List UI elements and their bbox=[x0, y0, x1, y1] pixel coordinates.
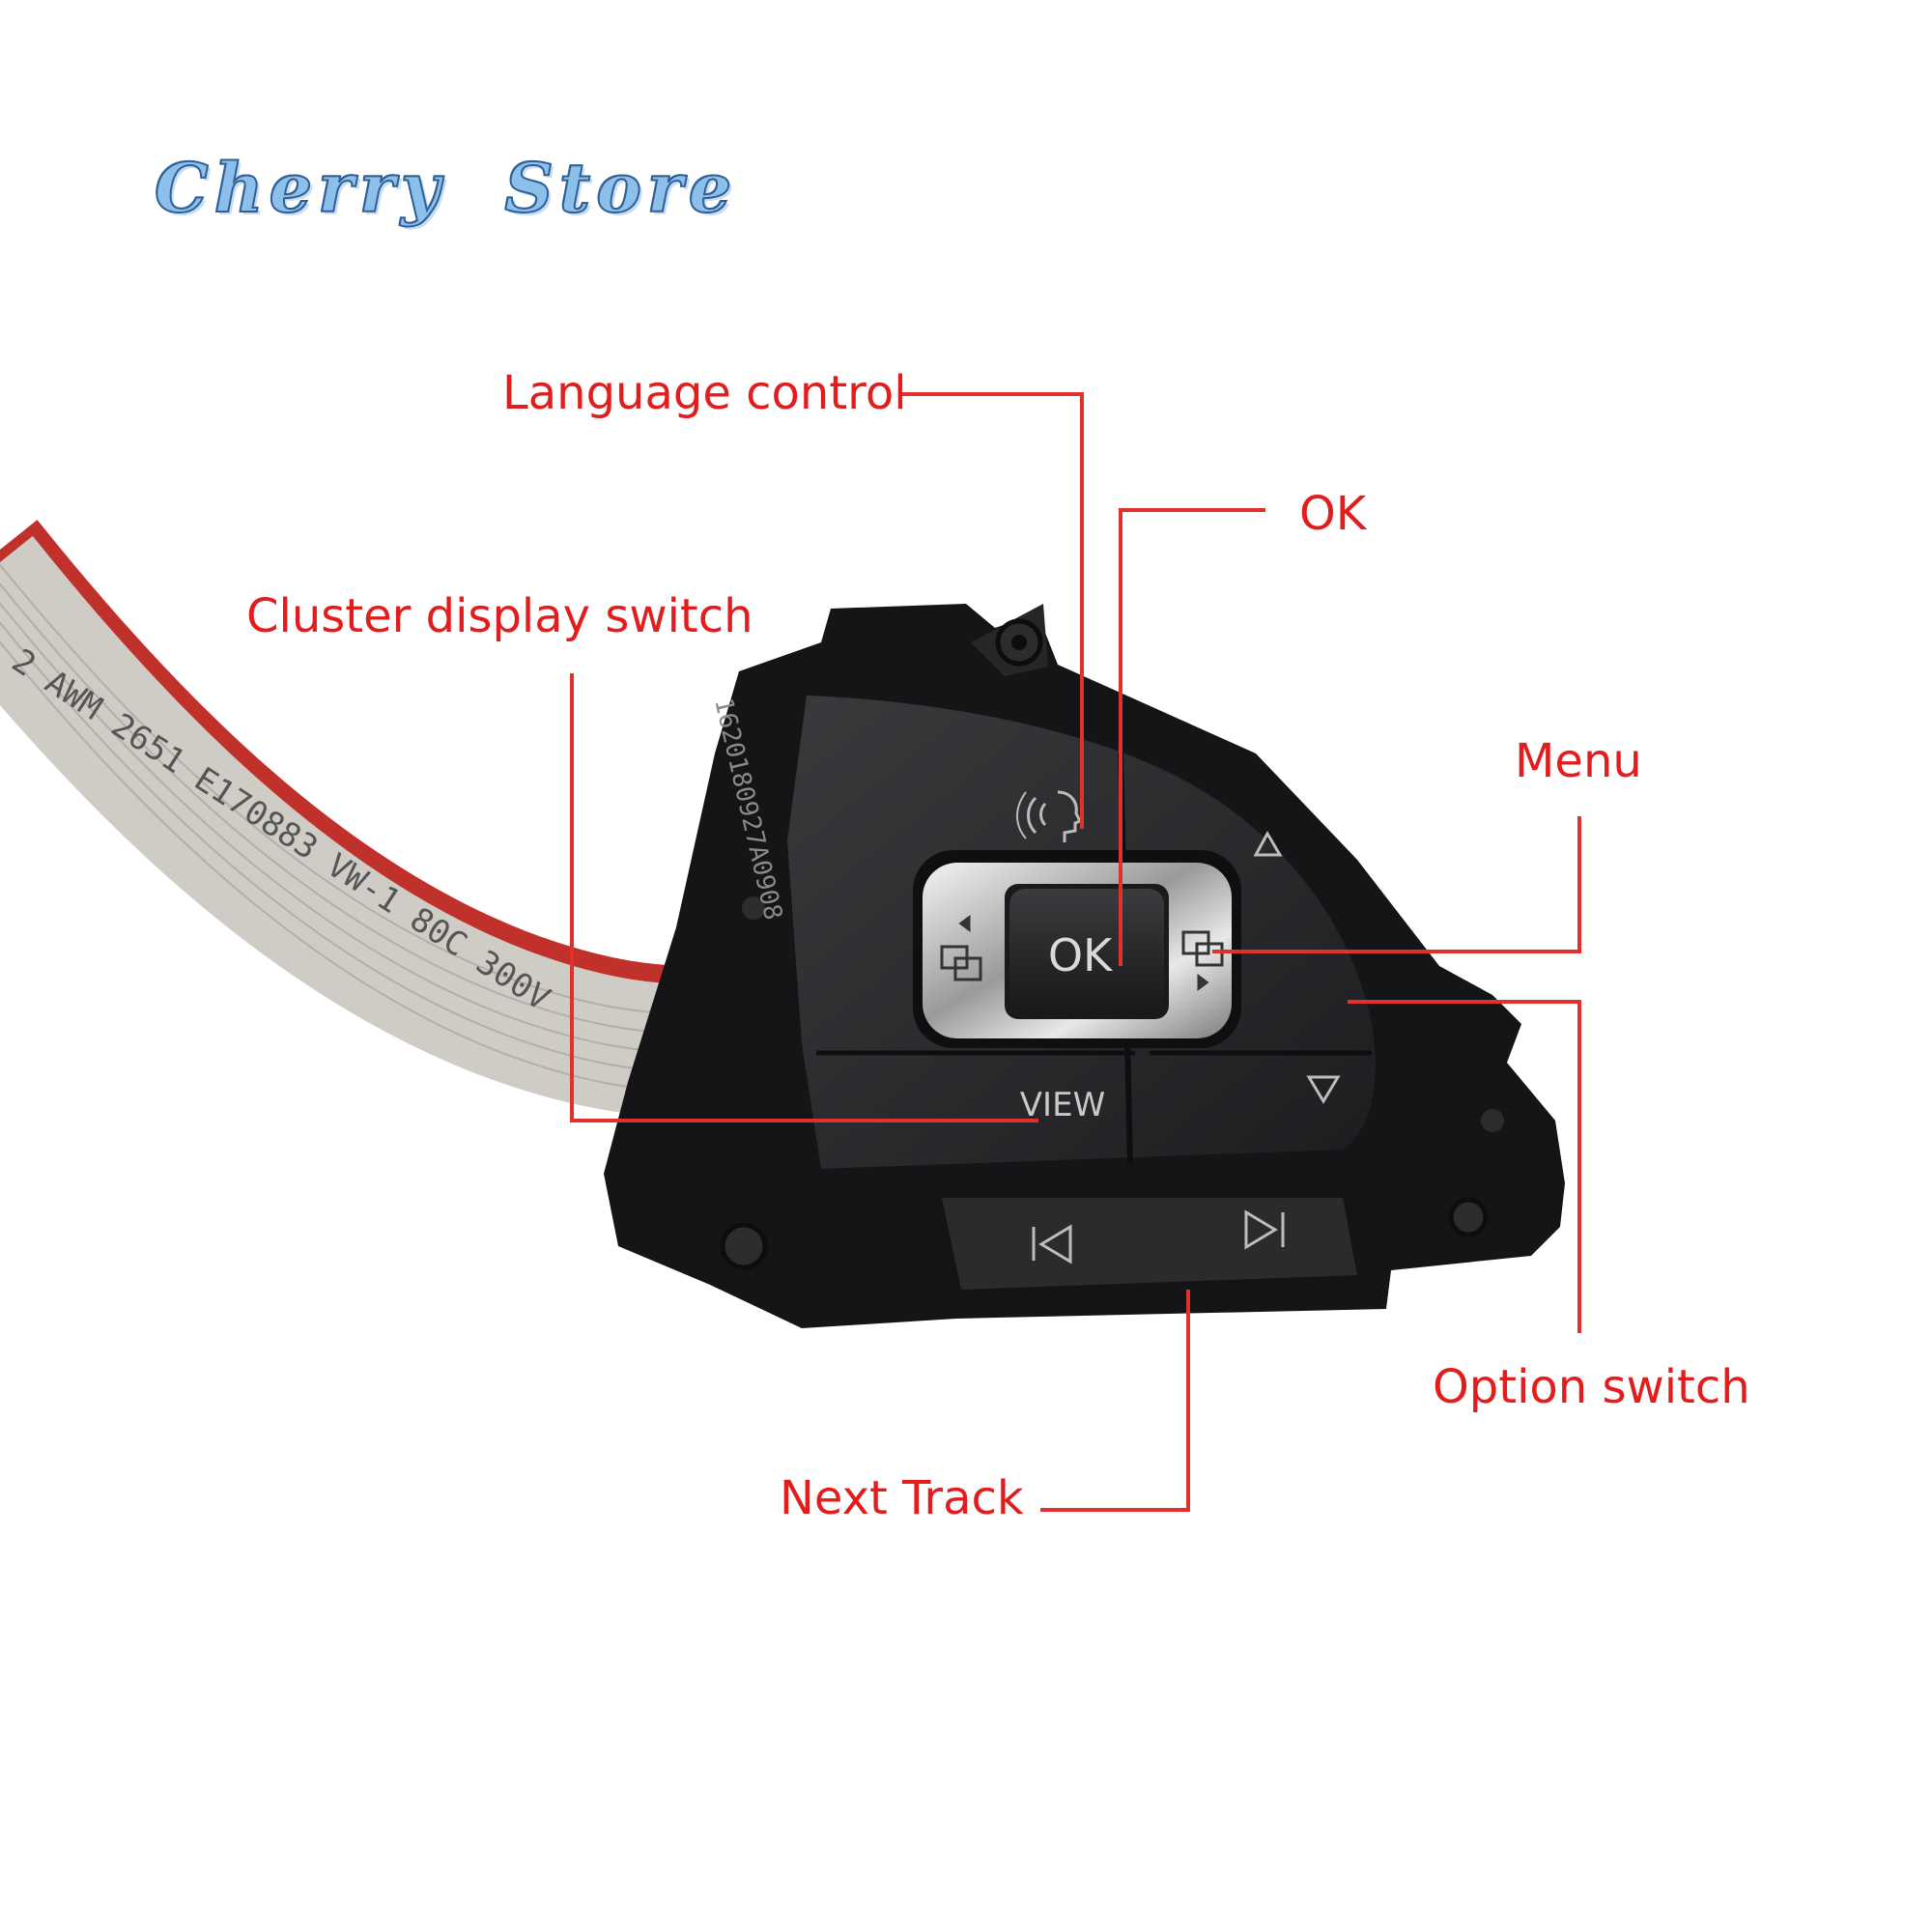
cluster-display-line bbox=[570, 673, 1038, 1122]
callout-lines bbox=[570, 392, 1581, 1512]
cluster-display-switch-label: Cluster display switch bbox=[246, 589, 753, 643]
store-logo: Cherry Store bbox=[154, 148, 738, 228]
up-arrow-icon[interactable] bbox=[1253, 830, 1283, 857]
ok-label: OK bbox=[1299, 487, 1367, 541]
menu-line bbox=[1212, 816, 1581, 953]
down-arrow-icon[interactable] bbox=[1306, 1075, 1341, 1104]
view-button-label: VIEW bbox=[1020, 1086, 1105, 1124]
menu-right-icon[interactable] bbox=[1181, 930, 1224, 991]
language-control-label: Language control bbox=[502, 366, 907, 420]
menu-label: Menu bbox=[1515, 734, 1642, 788]
language-control-line bbox=[898, 392, 1084, 829]
ok-button[interactable]: OK bbox=[1009, 889, 1164, 1014]
menu-left-icon[interactable] bbox=[940, 915, 982, 981]
option-switch-label: Option switch bbox=[1433, 1360, 1750, 1414]
ok-button-label: OK bbox=[1048, 929, 1114, 981]
voice-control-icon bbox=[1016, 790, 1083, 842]
next-track-button[interactable] bbox=[1244, 1209, 1285, 1250]
ok-line bbox=[1119, 508, 1265, 966]
option-switch-line bbox=[1348, 1000, 1581, 1333]
next-track-line bbox=[1040, 1290, 1190, 1512]
view-button[interactable]: VIEW bbox=[1020, 1086, 1105, 1124]
next-track-icon bbox=[1244, 1209, 1285, 1250]
previous-track-button[interactable] bbox=[1032, 1224, 1072, 1264]
previous-track-icon bbox=[1032, 1224, 1072, 1264]
ribbon-cable bbox=[0, 520, 696, 1118]
next-track-label: Next Track bbox=[780, 1471, 1024, 1525]
